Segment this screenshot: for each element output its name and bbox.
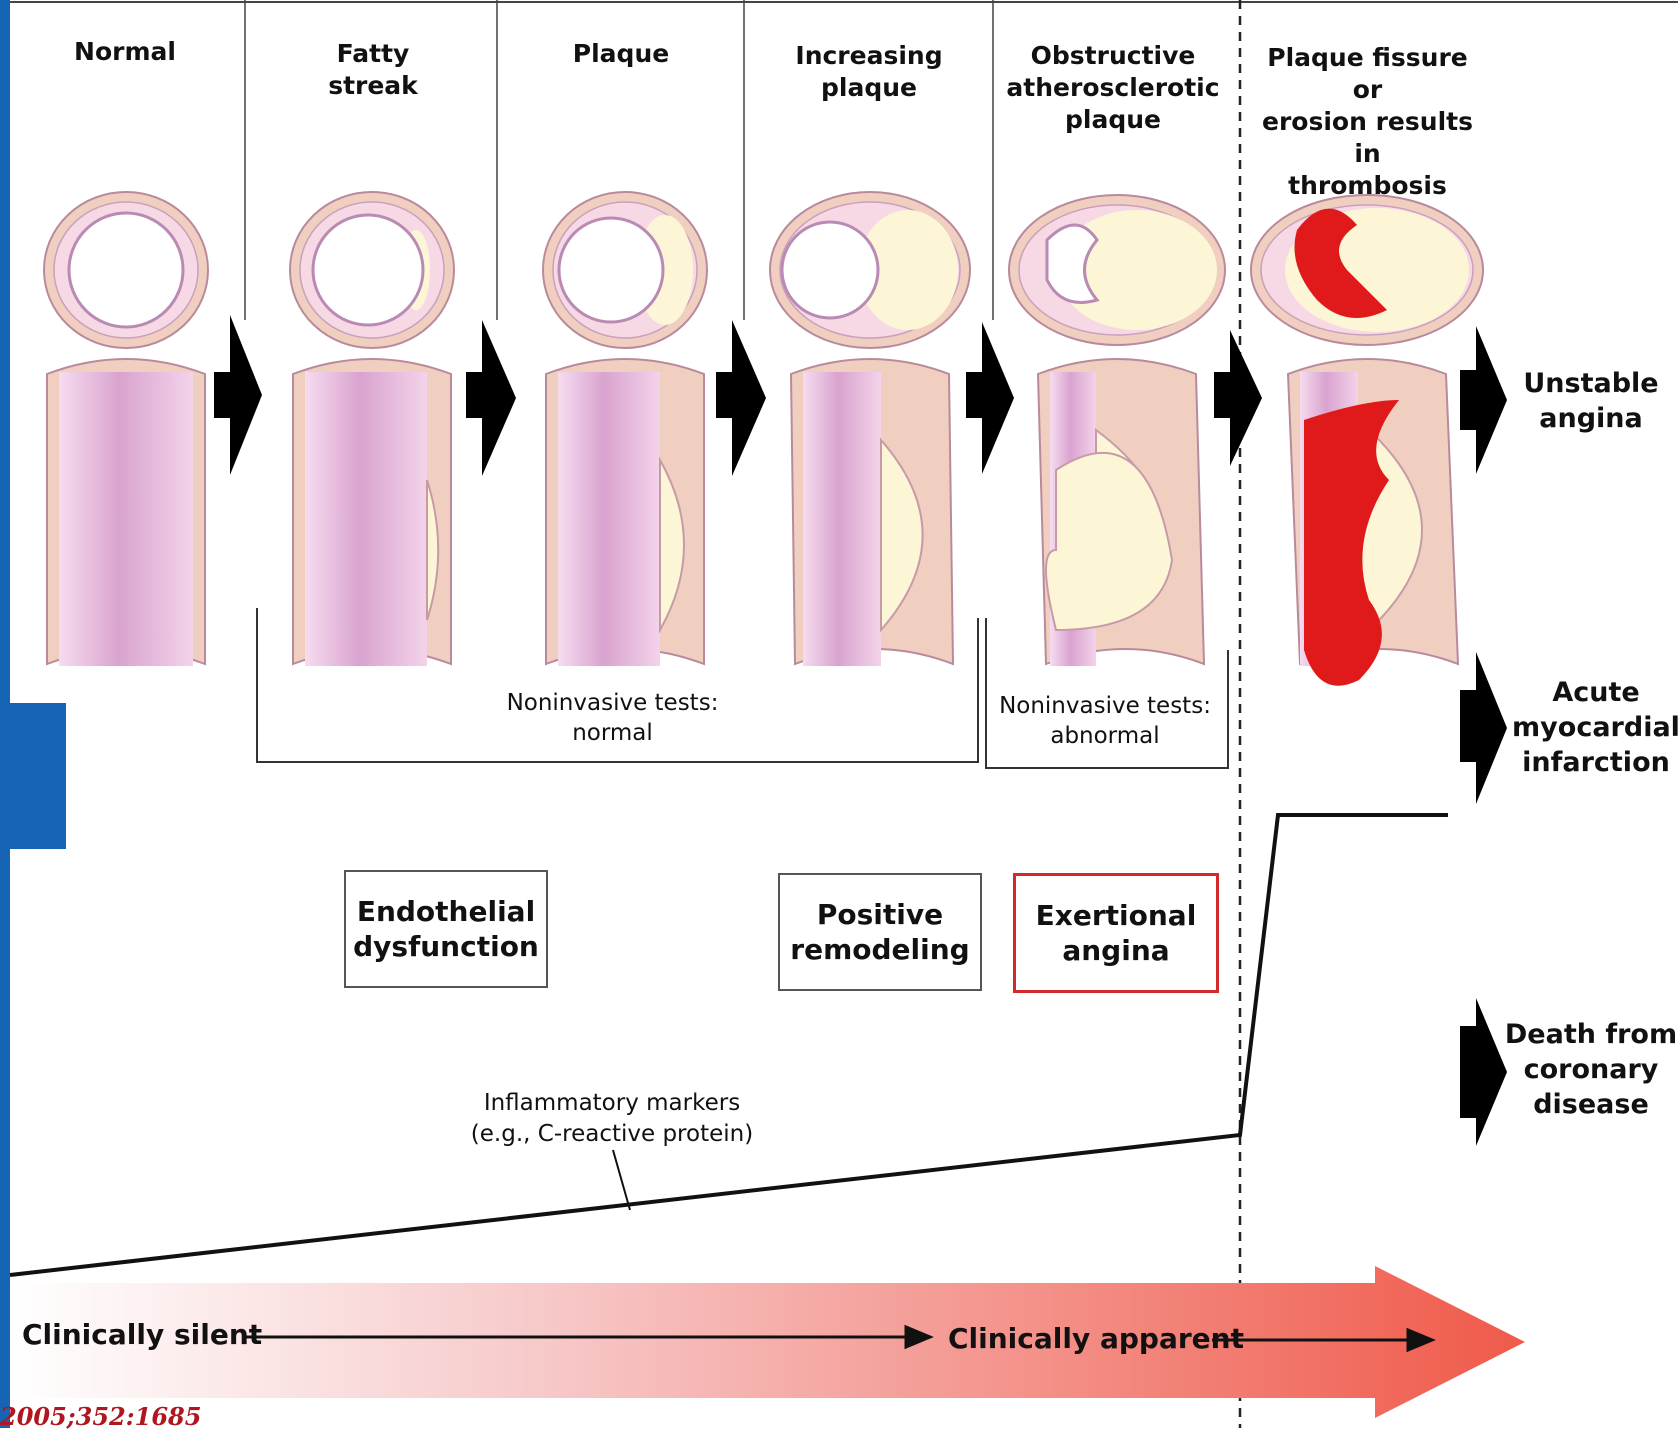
inflammatory-pointer <box>613 1150 630 1210</box>
longitudinal-fissure <box>1288 359 1458 686</box>
cross-section-fatty-streak <box>290 192 454 348</box>
longitudinal-fatty-streak <box>293 359 451 666</box>
inflammatory-markers-label: Inflammatory markers(e.g., C-reactive pr… <box>462 1088 762 1150</box>
inflammatory-marker-line <box>10 815 1448 1275</box>
citation: 2005;352:1685 <box>0 1402 201 1431</box>
clinically-silent-label: Clinically silent <box>22 1318 262 1351</box>
longitudinal-obstructive <box>1038 359 1204 666</box>
clinically-apparent-label: Clinically apparent <box>948 1322 1244 1355</box>
tests-normal-label: Noninvasive tests:normal <box>480 688 745 748</box>
cross-section-obstructive <box>1009 195 1225 345</box>
stage-label-plaque: Plaque <box>506 38 736 70</box>
longitudinal-increasing-plaque <box>791 359 953 666</box>
cross-section-fissure <box>1251 195 1483 345</box>
left-accent-block <box>0 703 66 849</box>
longitudinal-plaque <box>546 359 704 666</box>
cross-section-plaque <box>543 192 707 348</box>
cross-section-normal <box>44 192 208 348</box>
tests-abnormal-label: Noninvasive tests:abnormal <box>990 691 1220 751</box>
longitudinal-normal <box>47 359 205 666</box>
cross-section-increasing-plaque <box>770 192 970 348</box>
stage-label-normal: Normal <box>10 36 240 68</box>
